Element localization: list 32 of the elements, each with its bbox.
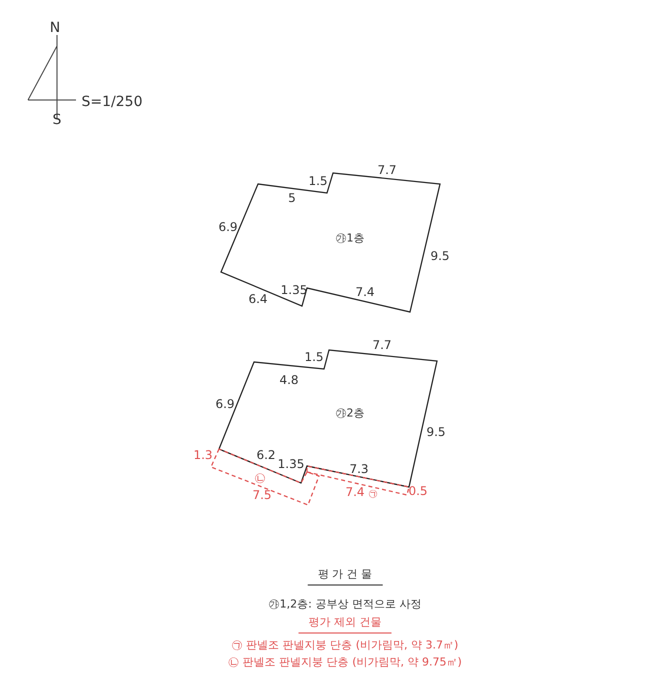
dimension-label: 1.35 (280, 283, 308, 297)
floor-label: ㉮2층 (336, 406, 364, 420)
dimension-label: 6.4 (248, 292, 268, 306)
section-heading: 평 가 건 물 (308, 566, 382, 586)
note-text: ㉠ 판넬조 판넬지붕 단층 (비가림막, 약 3.7㎡) (232, 638, 458, 652)
dimension-label: 4.8 (279, 373, 299, 387)
compass-letter: N (50, 20, 60, 36)
dimension-label: 6.9 (218, 220, 238, 234)
dimension-label: 1.5 (308, 174, 328, 188)
note-text: ㉡ 판넬조 판넬지붕 단층 (비가림막, 약 9.75㎡) (228, 654, 462, 670)
area-mark: ㉠ (368, 488, 378, 500)
dimension-label: 1.5 (304, 350, 324, 364)
floor-label: ㉮1층 (336, 230, 364, 246)
compass-letter: S (52, 112, 62, 128)
dimension-label: 7.5 (252, 488, 272, 502)
dimension-label: 0.5 (408, 484, 428, 498)
dimension-label: 1.3 (193, 448, 213, 462)
dimension-label: 9.5 (430, 249, 450, 263)
dimension-label: 9.5 (426, 425, 446, 439)
dimension-label: 7.4 (355, 285, 375, 299)
note-text: ㉮1,2층: 공부상 면적으로 사정 (268, 596, 422, 612)
dimension-label: 7.7 (372, 338, 392, 352)
dimension-label: 7.3 (349, 462, 369, 476)
scale-label: S=1/250 (82, 94, 142, 110)
dimension-label: 1.35 (278, 457, 304, 471)
dimension-label: 5 (288, 191, 296, 205)
section-heading: 평가 제외 건물 (298, 614, 392, 634)
area-mark: ㉡ (254, 470, 266, 486)
dimension-label: 7.4 (345, 485, 365, 499)
dimension-label: 6.2 (256, 448, 276, 462)
dimension-label: 6.9 (215, 397, 235, 411)
dimension-label: 7.7 (377, 163, 397, 177)
